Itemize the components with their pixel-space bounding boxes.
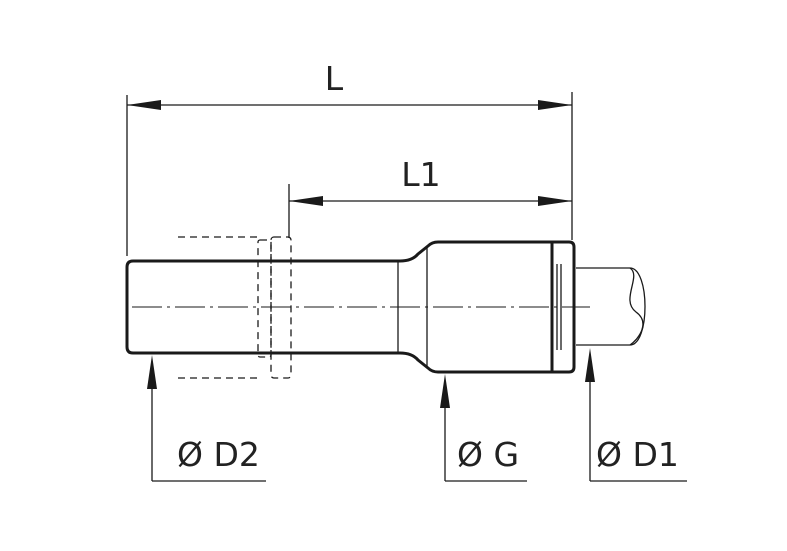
dimension-L1: L1 <box>288 155 572 238</box>
dimension-L-label: L <box>325 59 344 98</box>
leader-D1: Ø D1 <box>585 348 687 482</box>
dimension-L1-label: L1 <box>401 155 440 194</box>
tube <box>576 267 646 346</box>
dimension-L1-arrow-left <box>289 196 323 206</box>
dimension-L1-arrow-right <box>538 196 572 206</box>
tube-break-outline <box>629 267 646 346</box>
leader-D2-arrow <box>147 355 157 389</box>
dimension-L: L <box>126 59 573 256</box>
leader-D1-arrow <box>585 348 595 382</box>
leader-G: Ø G <box>440 374 527 482</box>
leader-D2-label: Ø D2 <box>177 435 260 474</box>
leader-G-label: Ø G <box>457 435 519 474</box>
dimension-L-arrow-right <box>538 100 572 110</box>
leader-G-arrow <box>440 374 450 408</box>
tube-break-inner <box>629 267 644 346</box>
leader-D1-label: Ø D1 <box>596 435 679 474</box>
leader-D2: Ø D2 <box>147 355 266 482</box>
dimension-L-arrow-left <box>127 100 161 110</box>
fitting-body-outline <box>125 240 554 374</box>
